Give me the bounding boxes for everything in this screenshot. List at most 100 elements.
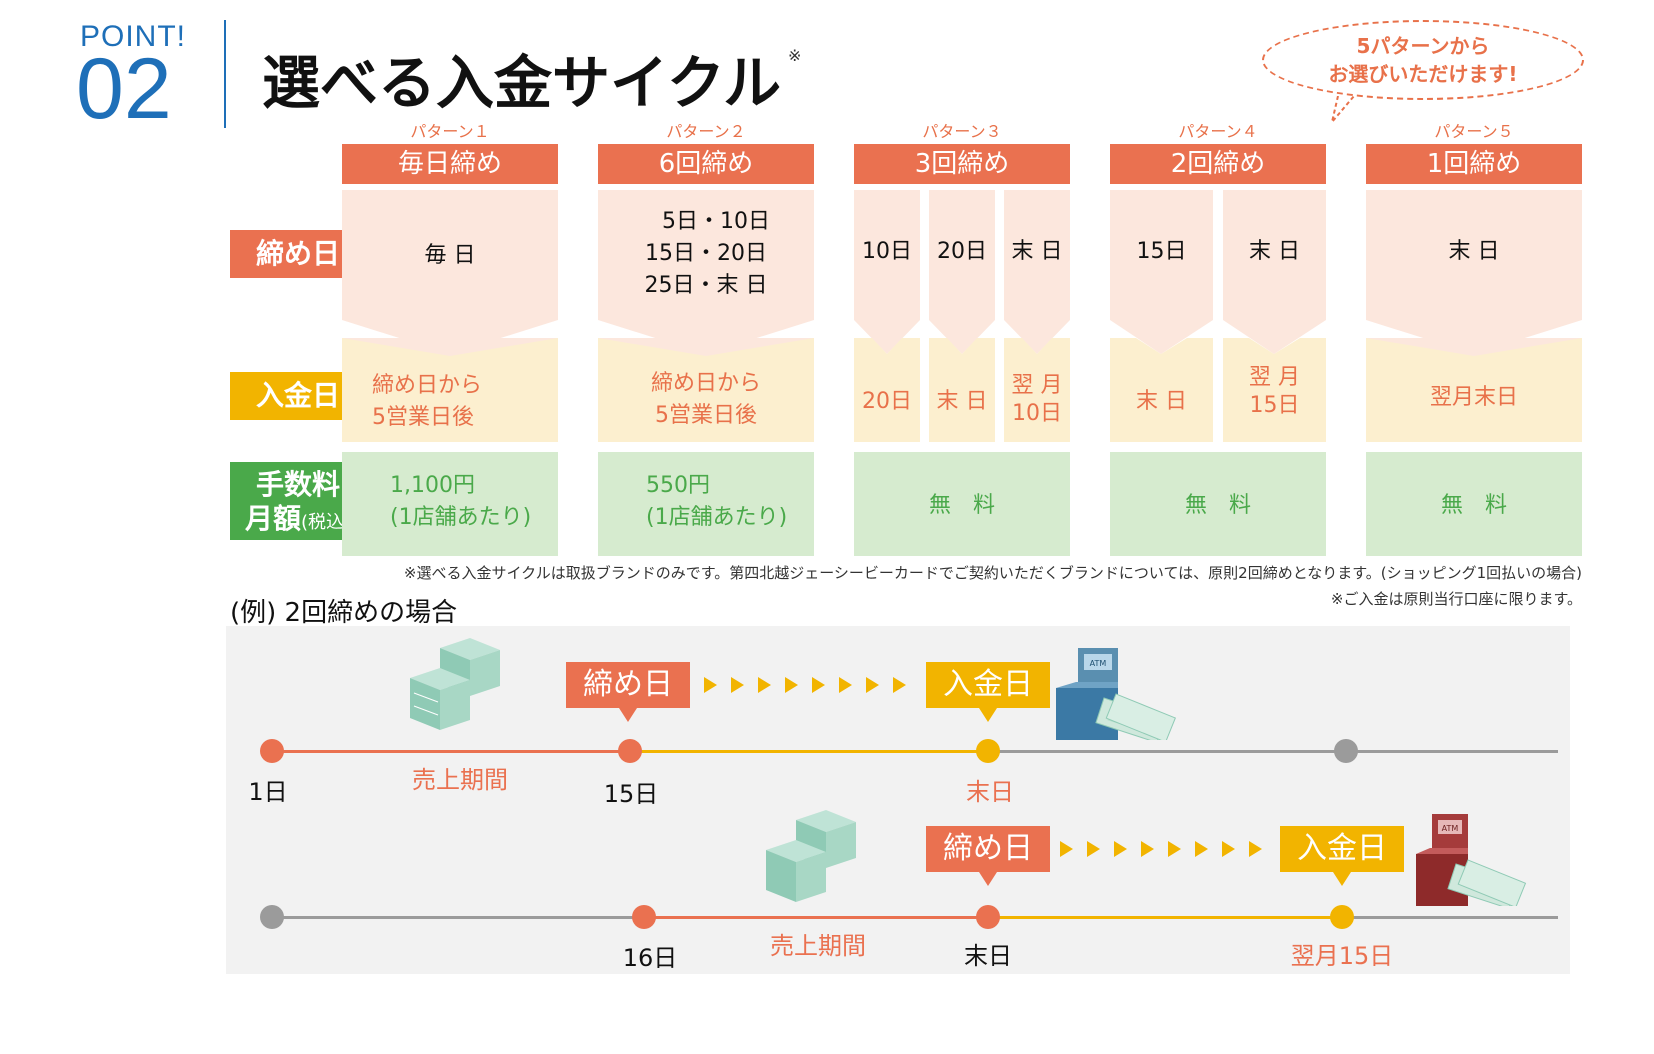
pattern-4-close-1: 15日: [1136, 239, 1187, 264]
money-stack-icon: [410, 638, 500, 730]
pattern-4-pay-2-line1: 翌 月: [1249, 365, 1300, 390]
money-stack-icon: [766, 810, 856, 902]
pattern-3-close-2: 20日: [937, 239, 987, 264]
pattern-1-pay-text: 締め日から 5営業日後: [372, 370, 532, 434]
fee-label-line1: 手数料: [255, 468, 340, 501]
row2-sales-line: [644, 916, 988, 919]
pattern-3-name: 3回締め: [854, 144, 1070, 184]
pattern-2-fee-line1: 550円: [646, 473, 710, 498]
point-number: 02: [76, 41, 172, 137]
row1-start-label: 1日: [248, 778, 288, 806]
footnote-account: ※ご入金は原則当行口座に限ります。: [1330, 590, 1582, 608]
pattern-1-label: パターン１: [410, 122, 490, 141]
pattern-3-fee-text: 無 料: [928, 493, 995, 518]
pattern-1-close-area: [342, 190, 558, 354]
pattern-3-pay-2: 末 日: [936, 389, 988, 414]
header-divider: [224, 20, 226, 128]
pattern-4-fee-area: [1110, 452, 1326, 556]
row1-arrow: [839, 677, 852, 693]
pattern-3-close-1: 10日: [862, 239, 912, 264]
row1-end-dot: [1334, 739, 1358, 763]
pattern-3-fee-area: [854, 452, 1070, 556]
row2-arrow: [1195, 841, 1208, 857]
pattern-2-close-line2: 15日・20日: [645, 241, 767, 266]
row1-sales-label: 売上期間: [412, 766, 508, 794]
row1-sales-line: [272, 750, 630, 753]
pattern-3-close-area: [854, 190, 1070, 354]
pattern-5-pay-text: 翌月末日: [1429, 385, 1518, 410]
example-title: (例) 2回締めの場合: [230, 598, 458, 628]
pattern-3-pay-1: 20日: [862, 389, 912, 414]
svg-text:ATM: ATM: [1090, 659, 1107, 668]
pattern-5-label: パターン５: [1434, 122, 1514, 141]
row2-sales-dot: [632, 905, 656, 929]
row1-wait-line: [630, 750, 988, 753]
pattern-5-pay-notch: [1366, 338, 1582, 356]
pattern-4-pay-area: [1110, 338, 1326, 442]
pattern-4-label: パターン４: [1178, 122, 1258, 141]
pattern-2-close-line1: 5日・10日: [662, 209, 770, 234]
pattern-4-close-2: 末 日: [1249, 239, 1300, 264]
pattern-2-pay-line1: 締め日から: [650, 371, 761, 396]
bubble-line-1: 5パターンから: [1356, 34, 1490, 58]
row2-arrow: [1114, 841, 1127, 857]
pattern-5-fee-text: 無 料: [1440, 493, 1507, 518]
row2-pay-label: 翌月15日: [1290, 942, 1394, 970]
pattern-1-pay-line1: 締め日から: [372, 373, 483, 398]
row2-arrow: [1249, 841, 1262, 857]
row1-arrow: [731, 677, 744, 693]
row2-sales-label: 売上期間: [770, 932, 866, 960]
row2-start-dot: [260, 905, 284, 929]
row1-pay-tag-tail: [979, 708, 997, 722]
pattern-3-close-3: 末 日: [1011, 239, 1063, 264]
row1-start-dot: [260, 739, 284, 763]
pattern-1-pay-notch: [342, 338, 558, 356]
row2-arrow: [1087, 841, 1100, 857]
row1-arrow: [893, 677, 906, 693]
pattern-4-close-area: [1110, 190, 1326, 354]
page-title: 選べる入金サイクル: [262, 49, 782, 117]
fee-label-line2: 月額(税込): [230, 502, 366, 540]
pattern-1-fee-text: 1,100円 (1店舗あたり): [390, 470, 550, 534]
row1-rest-line: [988, 750, 1558, 753]
row2-close-tag: 締め日: [926, 826, 1050, 872]
pattern-2-fee-area: [598, 452, 814, 556]
pattern-4-name: 2回締め: [1110, 144, 1326, 184]
pattern-2-close-text: 5日・10日 15日・20日 25日・末 日: [598, 206, 814, 302]
pattern-2-name: 6回締め: [598, 144, 814, 184]
row2-arrow: [1060, 841, 1073, 857]
fee-label-monthly: 月額: [244, 502, 301, 535]
pattern-4-pay-1: 末 日: [1136, 389, 1187, 414]
row2-start-label: 16日: [622, 944, 678, 972]
row2-rest-line: [1342, 916, 1558, 919]
pattern-3-pay-area: [854, 338, 1070, 442]
row2-pay-dot: [1330, 905, 1354, 929]
row2-pre-line: [272, 916, 644, 919]
pattern-4-pay-2-line2: 15日: [1249, 393, 1300, 418]
pattern-1-fee-line2: (1店舗あたり): [390, 505, 532, 530]
row2-arrow: [1168, 841, 1181, 857]
pattern-3-pay-3-line2: 10日: [1012, 401, 1062, 426]
pattern-4-fee-text: 無 料: [1184, 493, 1251, 518]
row1-close-tag: 締め日: [566, 662, 690, 708]
pattern-2-label: パターン２: [666, 122, 746, 141]
atm-icon: ATM: [1056, 648, 1176, 740]
pattern-2-close-line3: 25日・末 日: [644, 273, 768, 298]
row1-arrow: [866, 677, 879, 693]
pattern-1-fee-area: [342, 452, 558, 556]
pattern-1-fee-line1: 1,100円: [390, 473, 475, 498]
pattern-2-close-area: [598, 190, 814, 354]
bubble-tail: [1331, 96, 1355, 123]
pattern-5-close-text: 末 日: [1448, 239, 1500, 264]
row1-close-tag-tail: [619, 708, 637, 722]
pattern-5-close-area: [1366, 190, 1582, 354]
row2-close-label: 末日: [964, 942, 1012, 970]
pattern-1-close-text: 毎 日: [424, 243, 476, 268]
fee-label-tax: (税込): [300, 512, 352, 533]
pattern-1-pay-line2: 5営業日後: [372, 405, 474, 430]
row1-pay-dot: [976, 739, 1000, 763]
pattern-2-pay-line2: 5営業日後: [655, 403, 757, 428]
pattern-1-name: 毎日締め: [342, 144, 558, 184]
pattern-4-pay-2: 翌 月 15日: [1223, 364, 1326, 420]
row1-close-dot: [618, 739, 642, 763]
